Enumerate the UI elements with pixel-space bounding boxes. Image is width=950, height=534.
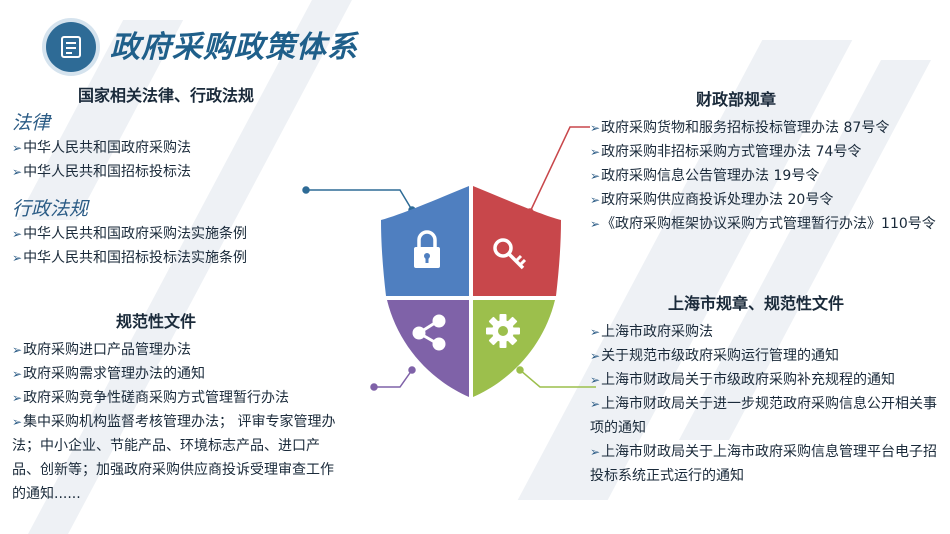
mof-heading: 财政部规章 xyxy=(696,90,777,109)
list-item: ➢中华人民共和国招标投标法实施条例 xyxy=(12,250,248,266)
shanghai-heading: 上海市规章、规范性文件 xyxy=(668,294,845,313)
list-item: ➢上海市财政局关于上海市政府采购信息管理平台电子招投标系统正式运行的通知 xyxy=(590,444,938,484)
list-item: ➢政府采购供应商投诉处理办法 20号令 xyxy=(590,192,834,208)
share-icon xyxy=(412,314,446,351)
normative-heading: 规范性文件 xyxy=(116,312,197,331)
list-item: ➢关于规范市级政府采购运行管理的通知 xyxy=(590,348,840,364)
national-block: 国家相关法律、行政法规 法律 ➢中华人民共和国政府采购法 ➢中华人民共和国招标投… xyxy=(12,84,342,270)
national-heading: 国家相关法律、行政法规 xyxy=(78,86,255,105)
document-icon xyxy=(61,36,81,58)
key-icon xyxy=(493,238,527,270)
list-item: ➢中华人民共和国政府采购法实施条例 xyxy=(12,226,248,242)
gear-icon xyxy=(486,314,520,348)
list-item: ➢集中采购机构监督考核管理办法； 评审专家管理办法；中小企业、节能产品、环境标志… xyxy=(12,414,336,502)
laws-label: 法律 xyxy=(12,112,51,134)
list-item: ➢政府采购货物和服务招标投标管理办法 87号令 xyxy=(590,120,890,136)
list-item: ➢中华人民共和国招标投标法 xyxy=(12,164,192,180)
lock-icon xyxy=(414,230,440,268)
list-item: ➢政府采购竞争性磋商采购方式管理暂行办法 xyxy=(12,390,290,406)
mof-block: 财政部规章 ➢政府采购货物和服务招标投标管理办法 87号令 ➢政府采购非招标采购… xyxy=(590,88,940,236)
list-item: ➢政府采购需求管理办法的通知 xyxy=(12,366,206,382)
title-badge xyxy=(46,22,96,72)
list-item: ➢政府采购信息公告管理办法 19号令 xyxy=(590,168,820,184)
regs-label: 行政法规 xyxy=(12,198,89,220)
list-item: ➢上海市政府采购法 xyxy=(590,324,714,340)
list-item: ➢上海市财政局关于市级政府采购补充规程的通知 xyxy=(590,372,896,388)
shield-bottom-left xyxy=(387,300,469,397)
shield-top-left xyxy=(381,186,469,296)
list-item: ➢上海市财政局关于进一步规范政府采购信息公开相关事项的通知 xyxy=(590,396,938,436)
page-title: 政府采购政策体系 xyxy=(110,30,358,65)
shield-top-right xyxy=(473,186,561,296)
list-item: ➢政府采购非招标采购方式管理办法 74号令 xyxy=(590,144,862,160)
shield-bottom-right xyxy=(473,300,555,397)
list-item: ➢政府采购进口产品管理办法 xyxy=(12,342,192,358)
list-item: ➢中华人民共和国政府采购法 xyxy=(12,140,192,156)
list-item: ➢《政府采购框架协议采购方式管理暂行办法》110号令 xyxy=(590,216,936,232)
normative-block: 规范性文件 ➢政府采购进口产品管理办法 ➢政府采购需求管理办法的通知 ➢政府采购… xyxy=(12,310,342,506)
shanghai-block: 上海市规章、规范性文件 ➢上海市政府采购法 ➢关于规范市级政府采购运行管理的通知… xyxy=(590,292,940,488)
